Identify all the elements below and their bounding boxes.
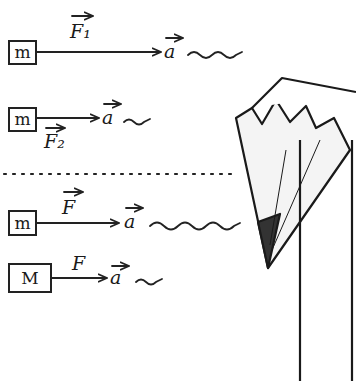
mass-symbol: M: [21, 270, 38, 287]
acceleration-label: a: [102, 108, 113, 127]
vector-sign: [104, 103, 120, 105]
vector-sign: [126, 207, 142, 209]
wavy-line: [188, 52, 242, 58]
wavy-line: [150, 223, 240, 230]
vector-sign: [46, 127, 64, 129]
acceleration-label: a: [110, 268, 121, 287]
vector-sign: [166, 37, 182, 39]
wavy-line: [136, 279, 162, 285]
acceleration-label: a: [164, 42, 175, 61]
force-label: F₂: [44, 132, 65, 151]
vector-sign: [72, 15, 92, 17]
force-arrow: [34, 117, 98, 119]
force-arrow: [36, 51, 160, 53]
force-label: F: [62, 198, 75, 217]
dotted-separator: [4, 173, 236, 175]
mass-symbol: m: [14, 215, 30, 232]
mass-symbol: m: [14, 44, 30, 61]
force-arrow: [35, 222, 118, 224]
force-label: F: [72, 254, 85, 273]
mass-box: m: [8, 210, 37, 236]
mass-symbol: m: [14, 111, 30, 128]
mass-box: m: [8, 40, 37, 65]
acceleration-label: a: [124, 212, 135, 231]
mass-box: m: [8, 107, 37, 132]
force-arrow: [52, 277, 106, 279]
pencil-drawing: [236, 78, 356, 381]
force-label: F₁: [70, 22, 91, 41]
mass-box: M: [8, 263, 52, 293]
wavy-line: [124, 119, 150, 125]
vector-sign: [64, 191, 82, 193]
vector-sign: [112, 265, 128, 267]
